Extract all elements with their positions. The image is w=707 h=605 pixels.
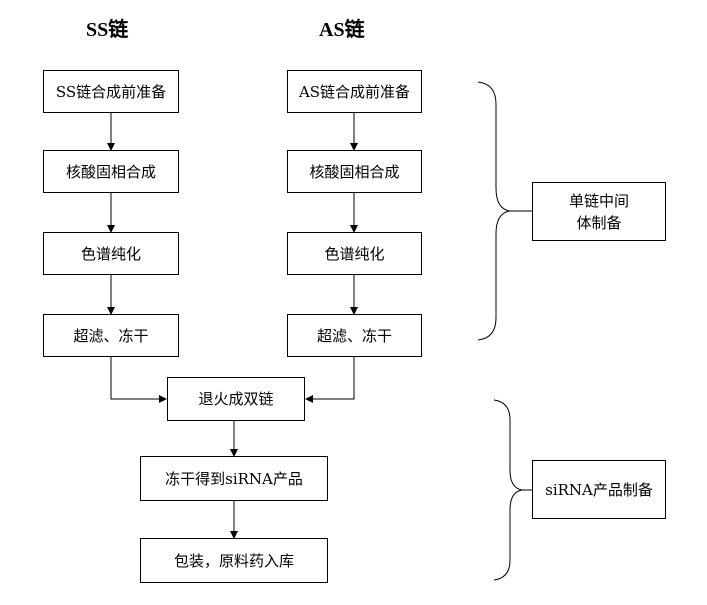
arrow-ss-to-anneal: [110, 357, 167, 403]
arrow-as-to-anneal: [305, 357, 355, 403]
as-step-chromatography: 色谱纯化: [287, 232, 422, 275]
stage-sirna-product-prep: siRNA产品制备: [532, 460, 666, 519]
brace-single-strand: [477, 81, 511, 341]
stage-single-strand-prep: 单链中间体制备: [532, 182, 666, 241]
ss-chain-heading: SS链: [86, 19, 129, 41]
as-step-ultrafiltration: 超滤、冻干: [287, 314, 422, 357]
as-step-solid-phase-synthesis: 核酸固相合成: [287, 150, 422, 193]
step-packaging-storage: 包装，原料药入库: [140, 538, 328, 583]
ss-step-preparation: SS链合成前准备: [43, 70, 179, 113]
step-freeze-dry-sirna: 冻干得到siRNA产品: [140, 456, 328, 501]
step-annealing: 退火成双链: [167, 377, 305, 421]
brace-sirna-product: [493, 399, 523, 581]
ss-step-ultrafiltration: 超滤、冻干: [43, 314, 179, 357]
as-step-preparation: AS链合成前准备: [287, 70, 422, 113]
as-chain-heading: AS链: [319, 19, 365, 41]
ss-step-solid-phase-synthesis: 核酸固相合成: [43, 150, 179, 193]
ss-step-chromatography: 色谱纯化: [43, 232, 179, 275]
